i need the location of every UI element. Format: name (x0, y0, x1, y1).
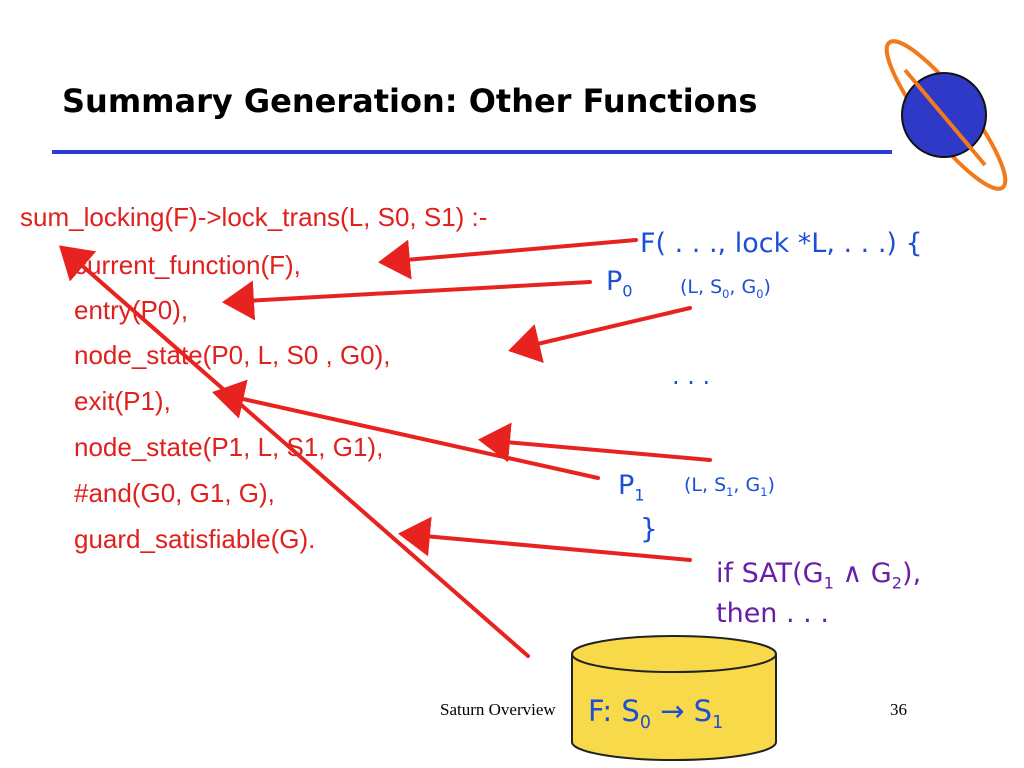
p1-state: (L, S1, G1) (684, 474, 775, 499)
rule-line-exit: exit(P1), (74, 386, 171, 416)
rule-line-guard-satisfiable: guard_satisfiable(G). (74, 524, 316, 554)
summary-transition: F: S0 → S1 (588, 694, 724, 733)
page-number: 36 (890, 700, 907, 719)
rule-line-current-function: current_function(F), (74, 250, 301, 280)
closing-brace: } (640, 512, 658, 545)
arrow-p1-state-to-node-state (478, 422, 712, 463)
rule-line-head: sum_locking(F)->lock_trans(L, S0, S1) :- (20, 202, 488, 232)
rule-line-entry: entry(P0), (74, 295, 189, 325)
p1-label: P1 (618, 470, 645, 505)
title-underline (52, 150, 892, 154)
slide-title: Summary Generation: Other Functions (62, 82, 758, 120)
rule-line-node-state-p1: node_state(P1, L, S1, G1), (74, 432, 384, 462)
arrow-function-to-current-function (378, 238, 638, 280)
sat-then: then . . . (716, 598, 829, 629)
p0-state: (L, S0, G0) (680, 276, 771, 301)
p0-label: P0 (606, 266, 633, 301)
sat-condition: if SAT(G1 ∧ G2), (716, 558, 922, 593)
arrow-p0-state-to-node-state (508, 306, 692, 364)
footer-text: Saturn Overview (440, 700, 556, 719)
rule-line-and: #and(G0, G1, G), (74, 478, 275, 508)
function-header: F( . . ., lock *L, . . .) { (640, 228, 923, 259)
rule-line-node-state-p0: node_state(P0, L, S0 , G0), (74, 340, 391, 370)
body-ellipsis: . . . (672, 362, 711, 390)
arrow-p0-to-entry (222, 280, 592, 321)
